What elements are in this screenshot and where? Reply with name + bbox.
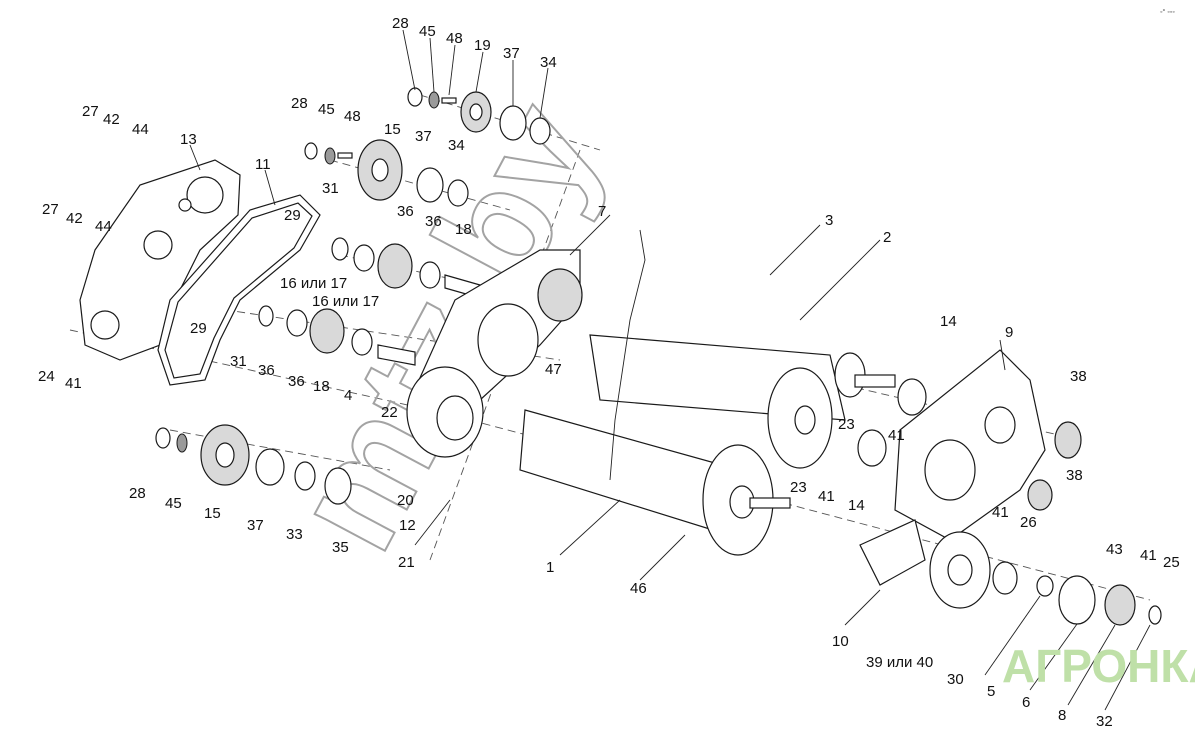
callout-34: 34 xyxy=(448,137,465,154)
shaft-group-upper xyxy=(331,237,481,299)
gasket-11 xyxy=(157,194,321,386)
callout-29: 29 xyxy=(190,320,207,337)
callout-5: 5 xyxy=(987,683,995,700)
callout-9: 9 xyxy=(1005,324,1013,341)
callout-3: 3 xyxy=(825,212,833,229)
callout-41: 41 xyxy=(992,504,1009,521)
callout-37: 37 xyxy=(503,45,520,62)
callout-39-or-40: 39 или 40 xyxy=(866,654,933,671)
callout-11: 11 xyxy=(255,156,271,173)
callout-38: 38 xyxy=(1070,368,1087,385)
callout-16-or-17: 16 или 17 xyxy=(312,293,379,310)
callout-46: 46 xyxy=(630,580,647,597)
roller-lower-1 xyxy=(519,229,791,556)
callout-36: 36 xyxy=(258,362,275,379)
callout-36: 36 xyxy=(397,203,414,220)
callout-15: 15 xyxy=(384,121,401,138)
callout-1: 1 xyxy=(546,559,554,576)
callout-12: 12 xyxy=(399,517,416,534)
callout-28: 28 xyxy=(129,485,146,502)
callout-45: 45 xyxy=(318,101,335,118)
gear-19-group xyxy=(407,87,551,145)
callout-41: 41 xyxy=(1140,547,1157,564)
callout-48: 48 xyxy=(344,108,361,125)
flanges-right xyxy=(857,378,1162,626)
callout-36: 36 xyxy=(288,373,305,390)
agronka-logo: АГРОНКА xyxy=(1002,640,1195,692)
callout-42: 42 xyxy=(66,210,83,227)
callout-24: 24 xyxy=(38,368,55,385)
callout-28: 28 xyxy=(392,15,409,32)
callout-28: 28 xyxy=(291,95,308,112)
callout-29: 29 xyxy=(284,207,301,224)
callout-7: 7 xyxy=(598,203,606,220)
callout-18: 18 xyxy=(313,378,330,395)
callout-18: 18 xyxy=(455,221,472,238)
callout-48: 48 xyxy=(446,30,463,47)
callout-34: 34 xyxy=(540,54,557,71)
logo-text: АГРОНКА xyxy=(1002,640,1195,692)
gear-15-lower-group xyxy=(155,424,352,505)
callout-23: 23 xyxy=(790,479,807,496)
callout-20: 20 xyxy=(397,492,414,509)
callout-41: 41 xyxy=(888,427,905,444)
callout-19: 19 xyxy=(474,37,491,54)
housing-9 xyxy=(894,349,1082,541)
callout-31: 31 xyxy=(230,353,247,370)
callout-21: 21 xyxy=(398,554,415,571)
callout-10: 10 xyxy=(832,633,849,650)
callout-14: 14 xyxy=(848,497,865,514)
callout-47: 47 xyxy=(545,361,562,378)
left-cover-13 xyxy=(79,159,241,361)
callout-41: 41 xyxy=(65,375,82,392)
callout-27: 27 xyxy=(42,201,59,218)
callout-41: 41 xyxy=(818,488,835,505)
corner-mark: ◦° ◦◦◦ xyxy=(1160,8,1175,16)
callout-2: 2 xyxy=(883,229,891,246)
callout-4: 4 xyxy=(344,387,352,404)
callout-37: 37 xyxy=(247,517,264,534)
callout-14: 14 xyxy=(940,313,957,330)
callout-33: 33 xyxy=(286,526,303,543)
callout-44: 44 xyxy=(95,218,112,235)
roller-upper xyxy=(589,334,896,469)
callout-37: 37 xyxy=(415,128,432,145)
callout-45: 45 xyxy=(165,495,182,512)
callout-23: 23 xyxy=(838,416,855,433)
callout-labels: 28 45 48 19 37 34 28 45 48 15 37 34 27 4… xyxy=(38,15,1180,730)
callout-15: 15 xyxy=(204,505,221,522)
callout-27: 27 xyxy=(82,103,99,120)
callout-25: 25 xyxy=(1163,554,1180,571)
callout-6: 6 xyxy=(1022,694,1030,711)
gear-15-upper-group xyxy=(304,139,469,207)
shaft-group-lower xyxy=(258,305,416,366)
callout-45: 45 xyxy=(419,23,436,40)
callout-16-or-17: 16 или 17 xyxy=(280,275,347,292)
callout-38: 38 xyxy=(1066,467,1083,484)
callout-22: 22 xyxy=(381,404,398,421)
callout-13: 13 xyxy=(180,131,197,148)
callout-44: 44 xyxy=(132,121,149,138)
callout-43: 43 xyxy=(1106,541,1123,558)
callout-32: 32 xyxy=(1096,713,1113,730)
callout-8: 8 xyxy=(1058,707,1066,724)
callout-35: 35 xyxy=(332,539,349,556)
callout-42: 42 xyxy=(103,111,120,128)
callout-31: 31 xyxy=(322,180,339,197)
leader-lines xyxy=(189,29,1151,711)
callout-36: 36 xyxy=(425,213,442,230)
housing-7 xyxy=(406,249,583,458)
callout-26: 26 xyxy=(1020,514,1037,531)
callout-30: 30 xyxy=(947,671,964,688)
